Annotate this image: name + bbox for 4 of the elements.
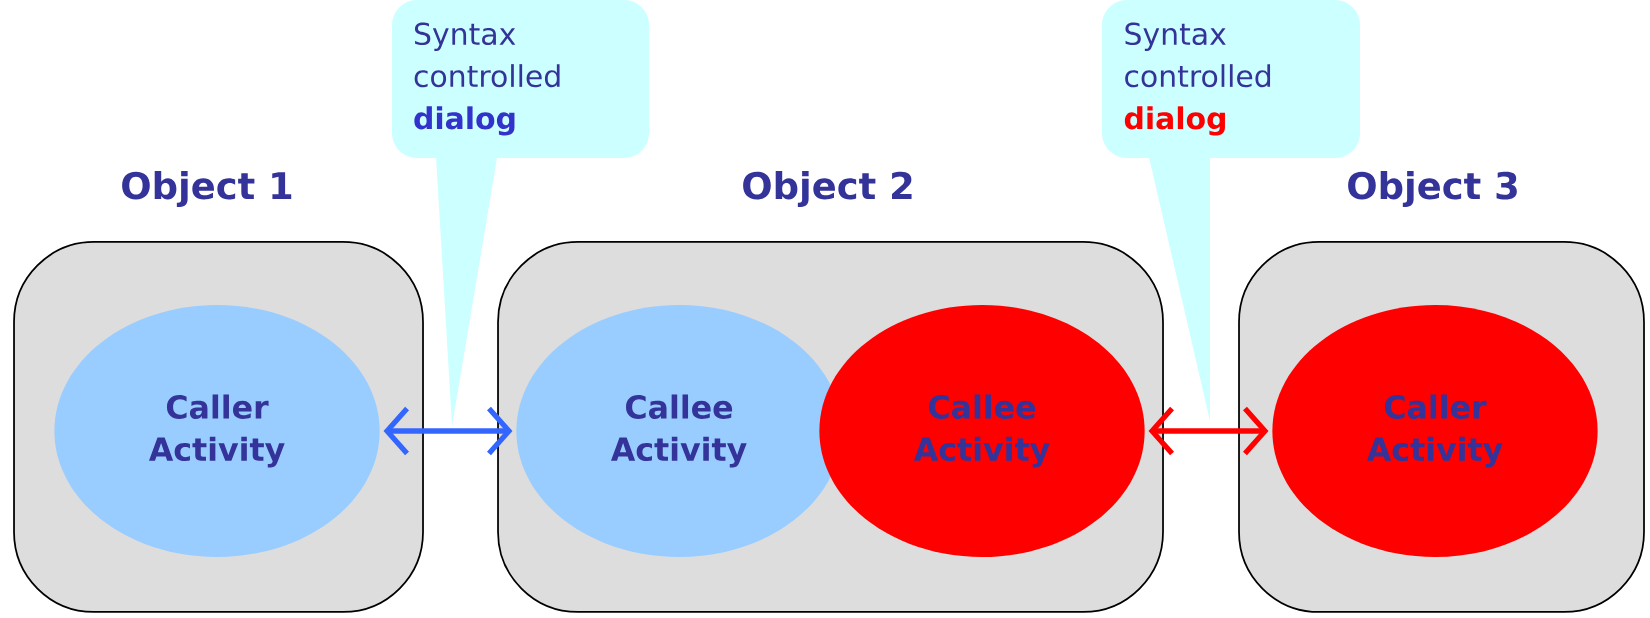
object-heading: Object 1 bbox=[122, 171, 292, 207]
double-arrow bbox=[1148, 406, 1269, 456]
object-heading: Object 2 bbox=[743, 171, 912, 207]
double-arrow bbox=[383, 406, 513, 456]
